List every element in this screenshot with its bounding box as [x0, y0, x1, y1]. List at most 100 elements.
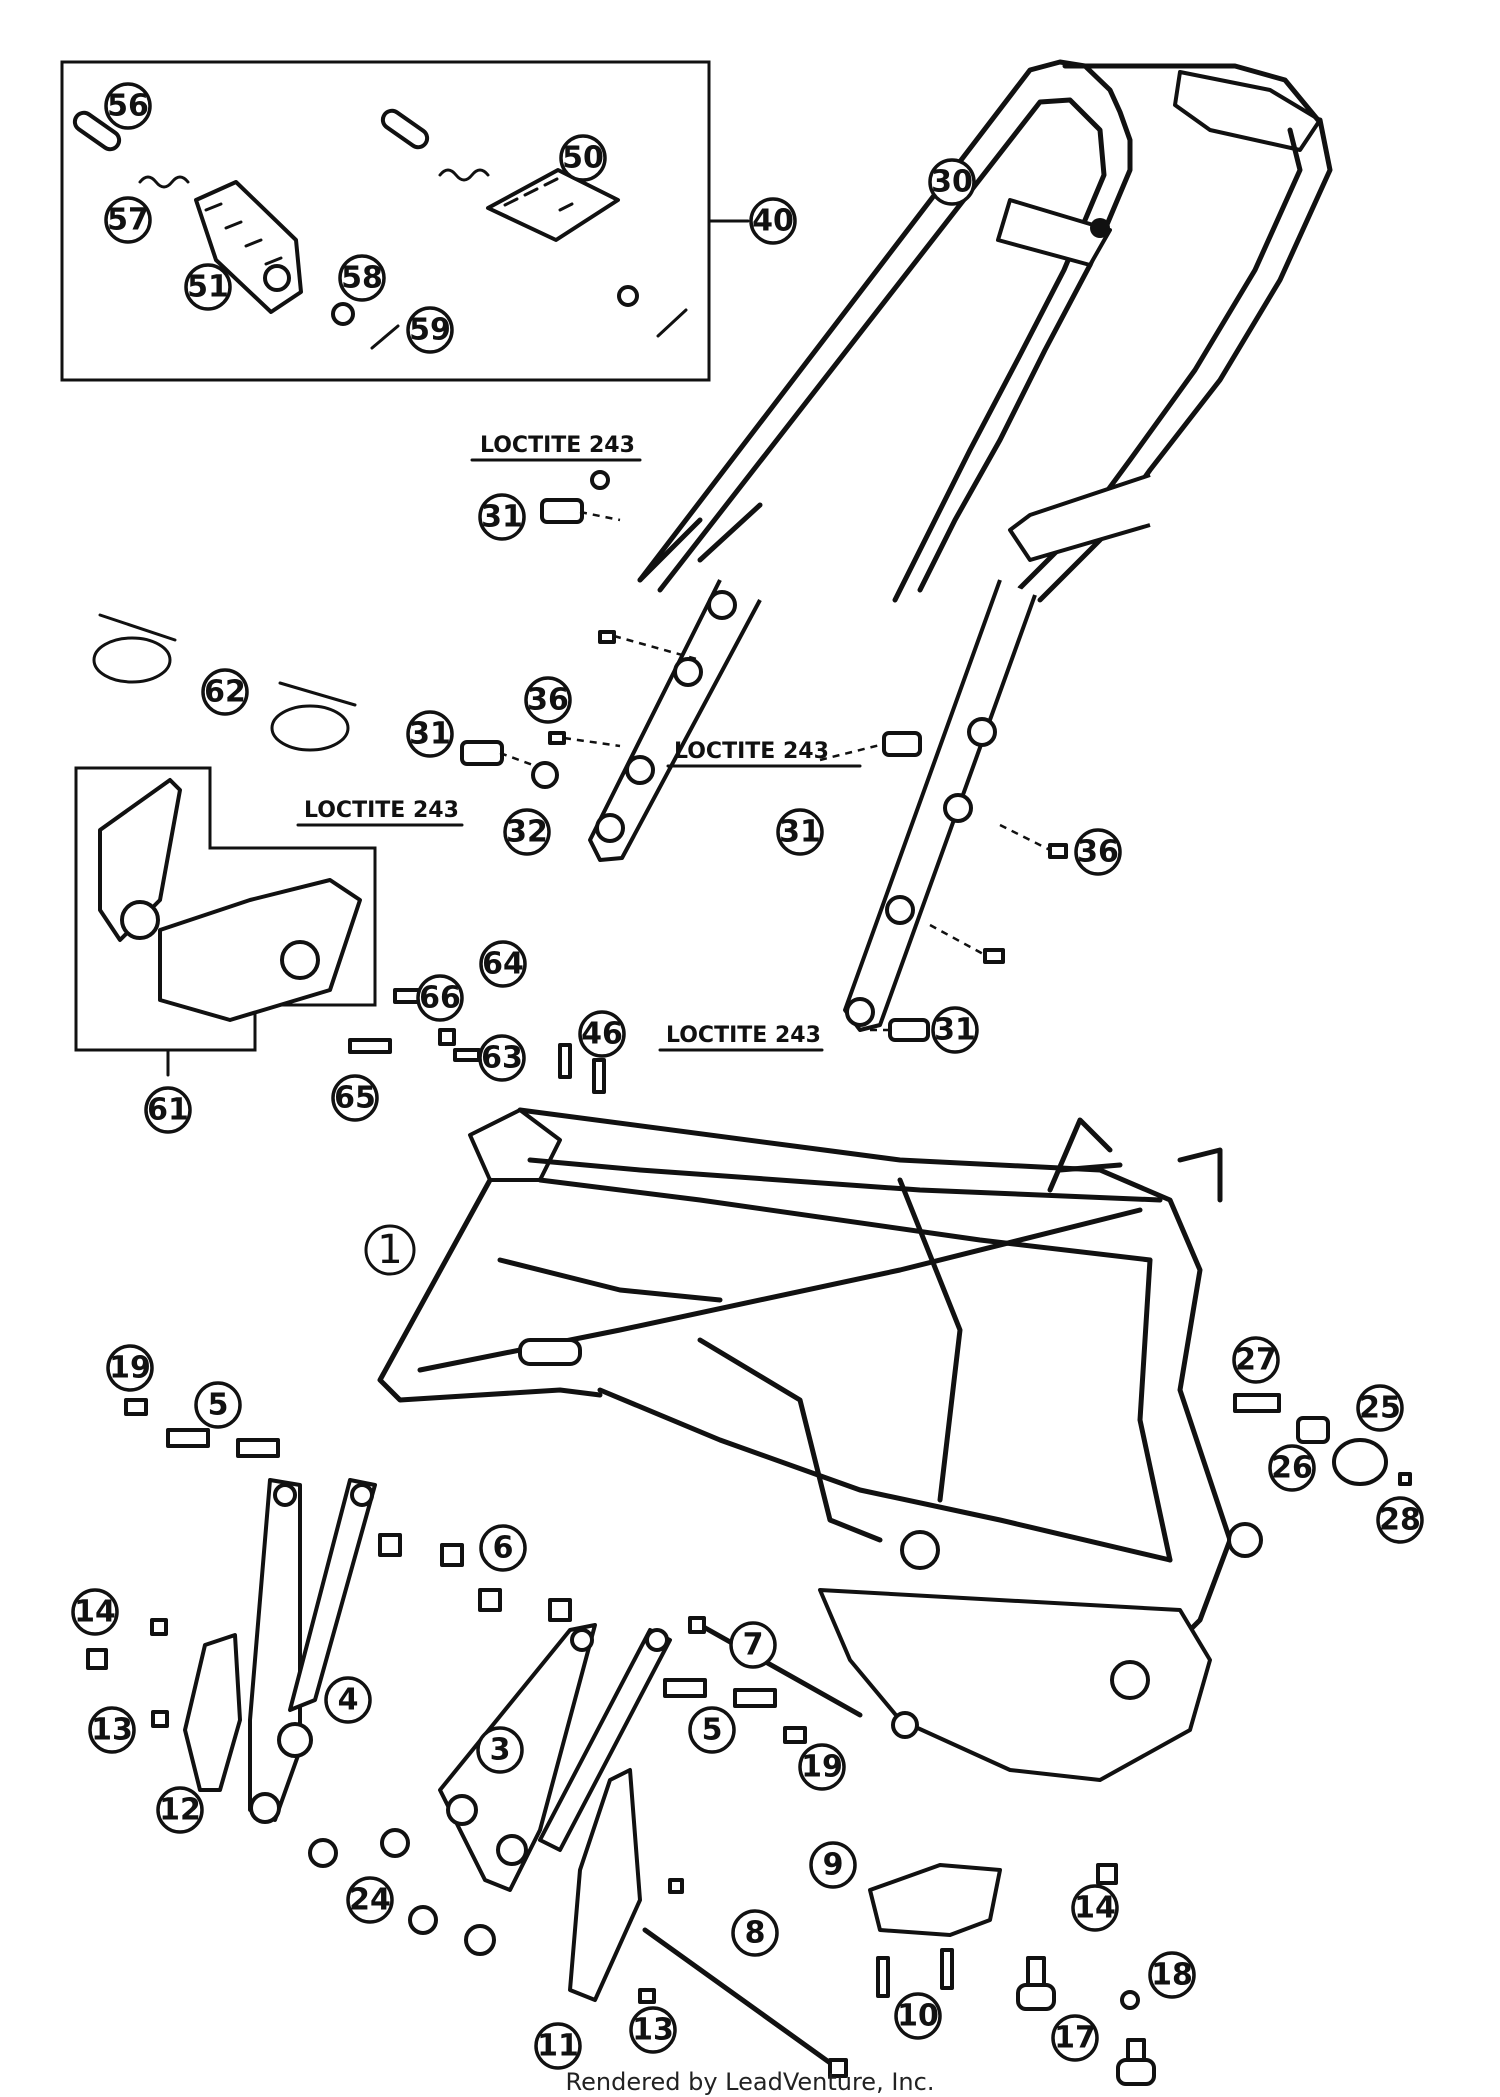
svg-text:1: 1 [377, 1227, 402, 1273]
bolt-65 [348, 1038, 392, 1054]
callout-19-top: 19 [106, 1344, 154, 1392]
callout-51: 51 [184, 263, 232, 311]
callout-8: 8 [731, 1909, 779, 1957]
rubber-mount-17 [1016, 1956, 1156, 2086]
callout-9: 9 [809, 1841, 857, 1889]
callout-12: 12 [156, 1786, 204, 1834]
bolt-27 [1233, 1393, 1281, 1413]
callout-65: 65 [331, 1074, 379, 1122]
callout-11: 11 [534, 2022, 582, 2070]
callout-31-lower: 31 [931, 1006, 979, 1054]
svg-text:19: 19 [801, 1750, 843, 1785]
callout-5-right: 5 [688, 1706, 736, 1754]
screw-36-frame [598, 630, 701, 662]
svg-text:10: 10 [897, 1999, 939, 2034]
subframe-30 [588, 59, 1333, 1032]
screw-46 [558, 1043, 606, 1094]
svg-text:5: 5 [208, 1388, 229, 1423]
screw-13-left [151, 1710, 169, 1728]
pin-56-left [72, 110, 122, 152]
bolt-31-mid-right [819, 731, 922, 762]
callout-36-right: 36 [1074, 828, 1122, 876]
footpeg-kit-box [60, 60, 750, 382]
callout-50: 50 [559, 134, 607, 182]
callout-4: 4 [324, 1676, 372, 1724]
nuts-6 [378, 1533, 572, 1622]
main-frame-1 [377, 1107, 1263, 1782]
screw-36-lower [929, 923, 1005, 964]
screw-36-left [548, 731, 621, 748]
svg-text:5: 5 [702, 1713, 723, 1748]
callout-63: 63 [478, 1034, 526, 1082]
svg-text:17: 17 [1054, 2021, 1096, 2056]
svg-text:25: 25 [1359, 1391, 1401, 1426]
pin-56-right [380, 108, 430, 150]
callout-5-left: 5 [194, 1381, 242, 1429]
svg-text:LOCTITE 243: LOCTITE 243 [480, 433, 635, 458]
callout-10: 10 [894, 1992, 942, 2040]
callout-61: 61 [144, 1086, 192, 1134]
bolt-31-lower [870, 1018, 930, 1042]
svg-text:40: 40 [752, 204, 794, 239]
washer-58 [331, 285, 639, 326]
callout-36-left: 36 [524, 676, 572, 724]
svg-text:LOCTITE 243: LOCTITE 243 [674, 739, 829, 764]
loctite-label-top: LOCTITE 243 [470, 433, 642, 462]
spring-57-right [438, 168, 490, 182]
svg-text:66: 66 [419, 981, 461, 1016]
screw-64 [453, 1048, 481, 1062]
loctite-label-mid-left: LOCTITE 243 [296, 798, 464, 827]
axle-7 [688, 1616, 863, 1718]
svg-text:8: 8 [745, 1916, 766, 1951]
svg-text:63: 63 [481, 1041, 523, 1076]
svg-text:58: 58 [341, 261, 383, 296]
callout-6: 6 [479, 1524, 527, 1572]
callout-62: 62 [201, 668, 249, 716]
callout-31-mid-left: 31 [406, 710, 454, 758]
screws-10 [876, 1948, 954, 1998]
callout-59: 59 [406, 306, 454, 354]
bushing-25 [1332, 1438, 1388, 1486]
callout-57: 57 [104, 196, 152, 244]
axle-8 [642, 1927, 848, 2078]
svg-text:13: 13 [632, 2013, 674, 2048]
svg-text:14: 14 [1074, 1891, 1116, 1926]
washer-32 [531, 761, 559, 789]
spacers-24 [308, 1828, 438, 1935]
svg-text:4: 4 [338, 1683, 359, 1718]
svg-text:64: 64 [482, 947, 524, 982]
callout-30: 30 [928, 158, 976, 206]
screw-13-bottom [638, 1878, 684, 2004]
svg-text:13: 13 [91, 1713, 133, 1748]
callout-13-left: 13 [88, 1706, 136, 1754]
callout-24: 24 [346, 1876, 394, 1924]
svg-text:31: 31 [779, 815, 821, 850]
svg-text:56: 56 [107, 89, 149, 124]
svg-text:11: 11 [537, 2029, 579, 2064]
bolt-19-top [124, 1398, 148, 1416]
svg-text:50: 50 [562, 141, 604, 176]
cable-tie-62-top [92, 613, 177, 684]
callout-13-bottom: 13 [629, 2006, 677, 2054]
callout-7: 7 [729, 1621, 777, 1669]
cotter-59 [370, 308, 688, 350]
svg-text:24: 24 [349, 1883, 391, 1918]
callout-17: 17 [1051, 2014, 1099, 2062]
footpeg-50 [486, 168, 620, 242]
svg-text:31: 31 [481, 500, 523, 535]
washer-18 [1120, 1990, 1140, 2010]
svg-text:19: 19 [109, 1351, 151, 1386]
svg-text:6: 6 [493, 1531, 514, 1566]
footpeg-51 [194, 180, 303, 314]
callout-56: 56 [104, 82, 152, 130]
svg-text:14: 14 [74, 1595, 116, 1630]
callout-1: 1 [364, 1224, 416, 1276]
sleeve-26 [1296, 1416, 1330, 1444]
svg-text:18: 18 [1151, 1958, 1193, 1993]
callout-64: 64 [479, 940, 527, 988]
washer-31-top [590, 470, 610, 490]
guard-11 [568, 1768, 642, 2002]
svg-text:27: 27 [1235, 1343, 1277, 1378]
svg-text:3: 3 [490, 1733, 511, 1768]
